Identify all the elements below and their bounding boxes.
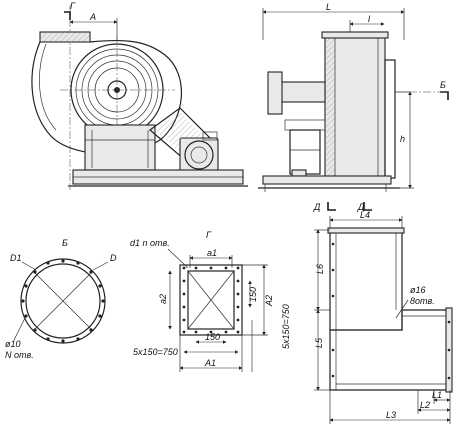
- duct-elbow: [329, 309, 451, 391]
- label-150-vertical: 150: [248, 287, 258, 302]
- label-D-right: Д: [357, 202, 365, 212]
- pedestal: [84, 124, 156, 171]
- label-phi10: ø10: [5, 339, 21, 349]
- label-phi16: ø16: [410, 285, 426, 295]
- motor: [179, 137, 219, 173]
- square-flange-inner: [187, 270, 235, 330]
- label-l: l: [368, 14, 371, 24]
- side-view: L l Б h Д: [258, 2, 449, 212]
- label-a1: a1: [207, 248, 217, 258]
- label-B-view: Б: [62, 238, 68, 248]
- view-gamma-flange: Г d1 n отв. a1: [130, 230, 291, 372]
- square-flange-outer: [179, 264, 243, 336]
- label-d1-holes: d1 n отв.: [130, 238, 170, 248]
- duct-vertical: [329, 229, 403, 331]
- label-B-side: Б: [440, 80, 446, 90]
- volute-casing: [31, 39, 183, 155]
- label-A-top: A: [89, 12, 96, 22]
- flange-outer: [20, 258, 106, 344]
- label-a2: a2: [158, 294, 168, 304]
- label-h: h: [400, 134, 405, 144]
- view-D-duct: L4 L6 L5: [314, 210, 453, 424]
- label-pitch-vertical: 5x150=750: [281, 304, 291, 349]
- flange-bolt-holes: [21, 259, 105, 343]
- front-view: Г A: [31, 1, 248, 190]
- label-L3: L3: [386, 410, 396, 420]
- label-A1: A1: [204, 358, 216, 368]
- label-pitch-horizontal: 5x150=750: [133, 347, 178, 357]
- label-8-holes: 8отв.: [410, 296, 435, 306]
- bearing-housing: [279, 81, 326, 103]
- label-D-left: Д: [313, 202, 321, 212]
- label-L2: L2: [420, 400, 430, 410]
- view-B-flange: Б D1 D ø10 N отв.: [5, 238, 117, 360]
- label-gamma-top: Г: [70, 1, 76, 11]
- label-A2: A2: [264, 295, 274, 307]
- label-L4: L4: [360, 210, 370, 220]
- label-L: L: [326, 2, 331, 12]
- label-N-holes: N отв.: [5, 350, 34, 360]
- label-D1: D1: [10, 253, 22, 263]
- flange-inner: [25, 263, 101, 339]
- label-L1: L1: [432, 390, 442, 400]
- label-L6: L6: [315, 264, 325, 274]
- label-gamma-view: Г: [206, 230, 212, 240]
- label-150-horizontal: 150: [205, 332, 220, 342]
- label-D: D: [110, 253, 117, 263]
- square-flange-holes: [182, 266, 240, 334]
- duct-bolt-holes: [331, 242, 451, 380]
- label-L5: L5: [314, 337, 324, 348]
